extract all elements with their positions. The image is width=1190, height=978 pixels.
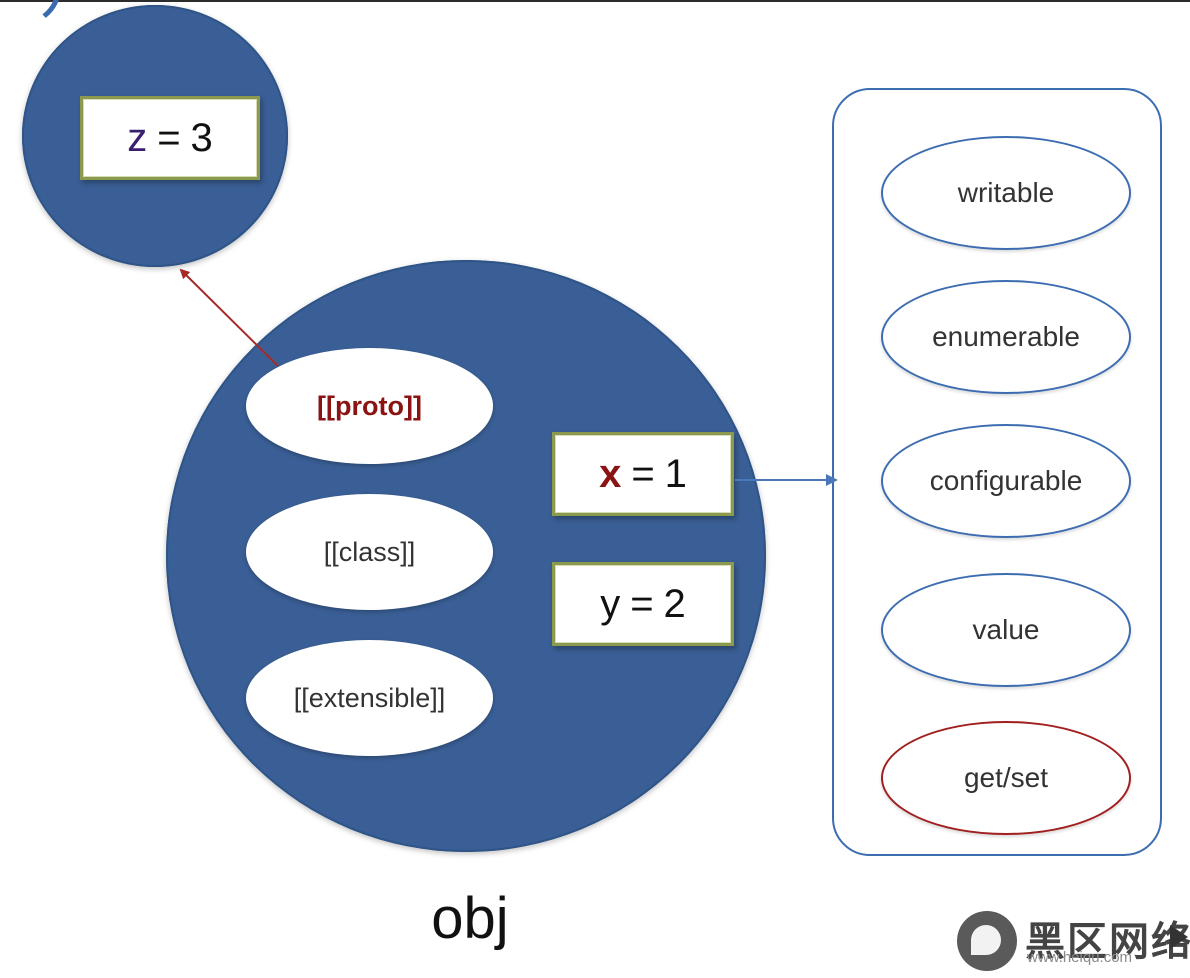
property-z-equals: =: [157, 115, 181, 160]
watermark-subtitle: www.heiqu.com: [1027, 949, 1133, 966]
top-border-line: [0, 0, 1190, 2]
attribute-value: value: [881, 573, 1131, 687]
site-watermark: 黑区网络 www.heiqu.com: [955, 905, 1190, 978]
property-x-box: x = 1: [552, 432, 734, 516]
object-label: obj: [431, 886, 509, 951]
attribute-get-set: get/set: [881, 721, 1131, 835]
play-icon[interactable]: [1170, 925, 1188, 949]
slot-class: [[class]]: [246, 494, 493, 610]
watermark-logo-icon: [957, 911, 1017, 971]
property-y-value: 2: [663, 581, 686, 626]
attribute-enumerable: enumerable: [881, 280, 1131, 394]
property-x-name: x: [599, 451, 622, 496]
attribute-writable: writable: [881, 136, 1131, 250]
property-y-box: y = 2: [552, 562, 734, 646]
proto-link-arrow: [179, 268, 279, 367]
property-y-name: y: [600, 581, 621, 626]
property-x-equals: =: [631, 451, 655, 496]
property-y-equals: =: [630, 581, 654, 626]
watermark-title: 黑区网络: [1025, 920, 1190, 964]
property-z-name: z: [127, 115, 148, 160]
property-x-value: 1: [664, 451, 687, 496]
attribute-configurable: configurable: [881, 424, 1131, 538]
slot-proto: [[proto]]: [246, 348, 493, 464]
property-descriptor-panel: writable enumerable configurable value g…: [832, 88, 1162, 856]
property-z-value: 3: [190, 115, 213, 160]
property-z-box: z = 3: [80, 96, 260, 180]
slot-extensible: [[extensible]]: [246, 640, 493, 756]
